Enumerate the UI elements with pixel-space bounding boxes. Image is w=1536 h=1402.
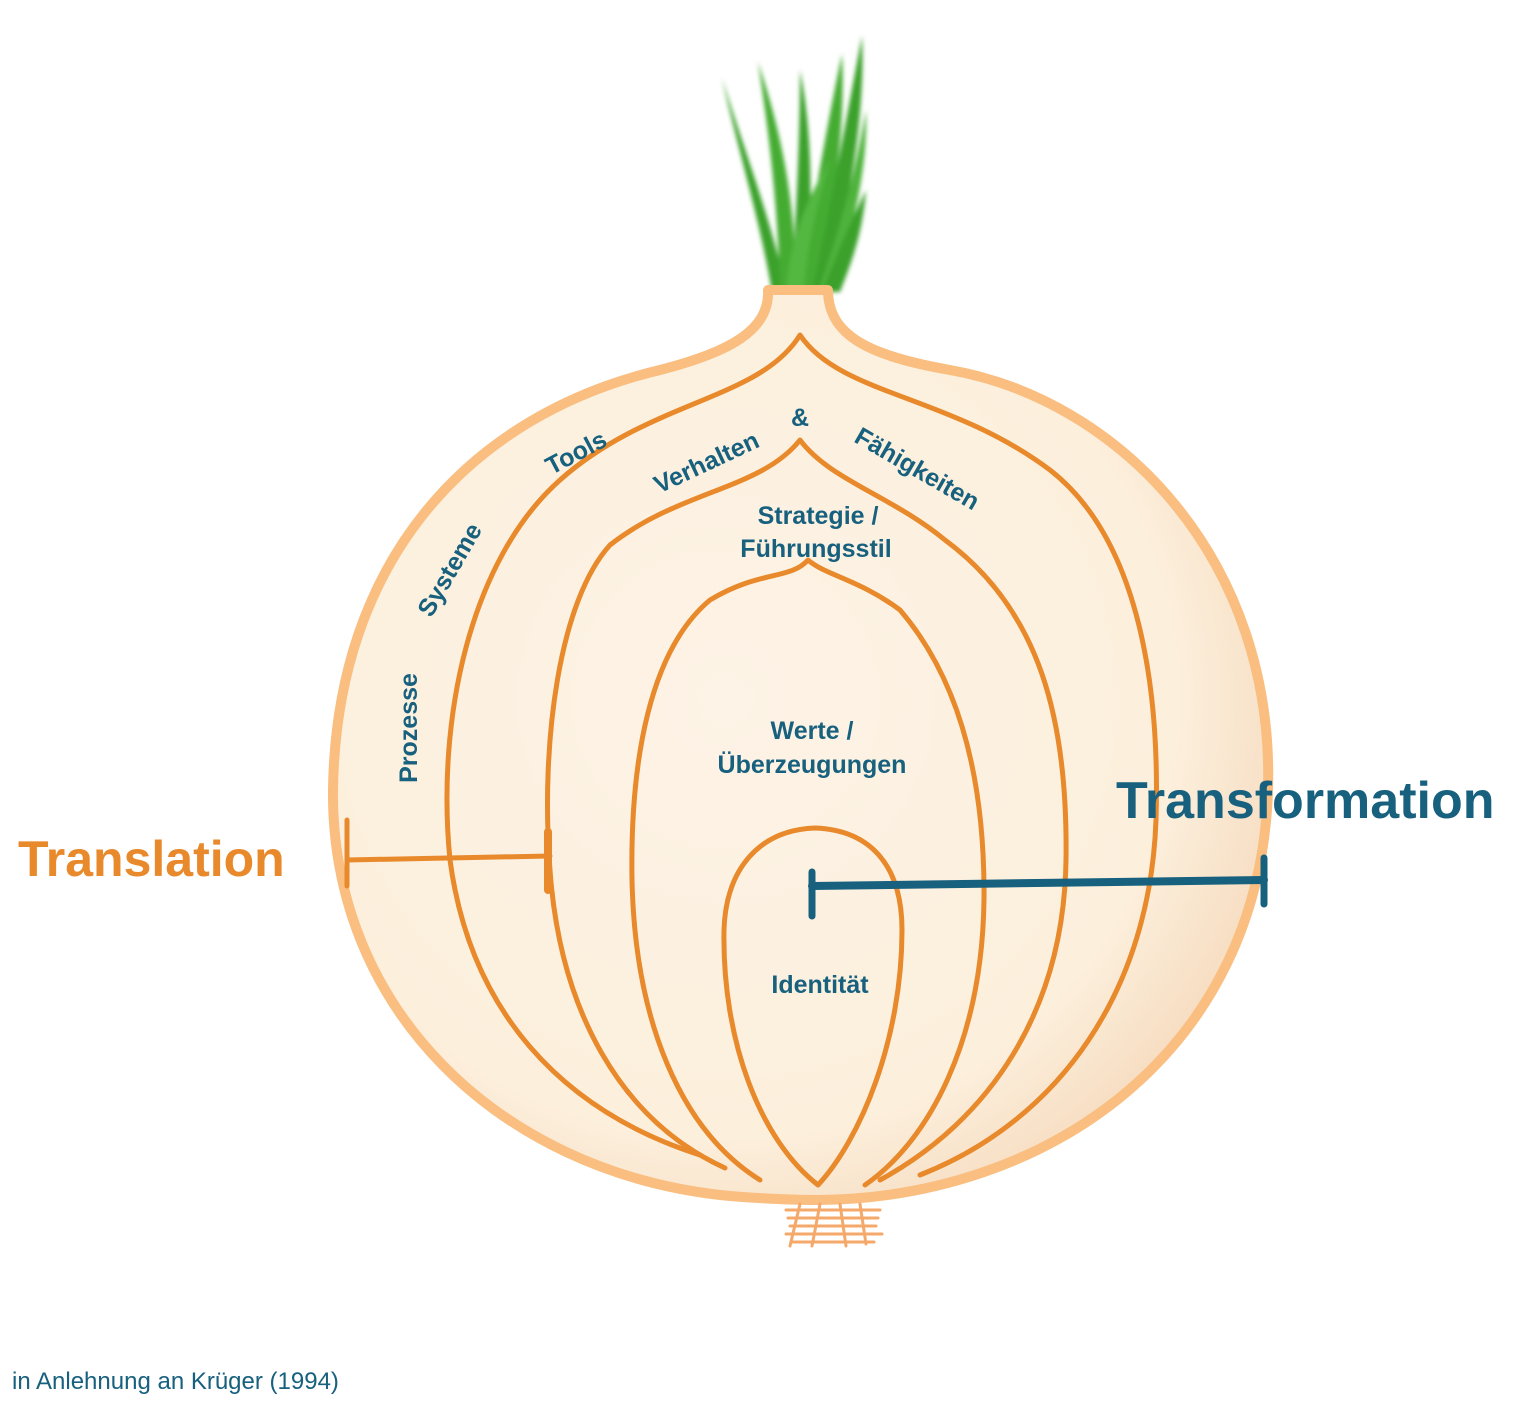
translation-bar [344, 817, 553, 894]
label-strategie-line1: Strategie / [758, 502, 879, 530]
layer-line-3 [629, 557, 987, 1188]
transformation-bar [808, 854, 1268, 920]
label-werte-line1: Werte / [771, 717, 854, 745]
sprout-icon [722, 36, 867, 292]
label-werte-line2: Überzeugungen [718, 750, 907, 779]
citation-text: in Anlehnung an Krüger (1994) [12, 1368, 339, 1395]
roots-icon [784, 1202, 884, 1248]
label-strategie-line2: Führungsstil [740, 535, 891, 563]
label-ampersand: & [791, 404, 809, 432]
label-identitaet: Identität [771, 971, 869, 999]
label-transformation: Transformation [1116, 772, 1495, 830]
label-translation: Translation [18, 831, 285, 887]
layer-line-4-identity [721, 825, 905, 1188]
label-prozesse: Prozesse [395, 673, 423, 783]
